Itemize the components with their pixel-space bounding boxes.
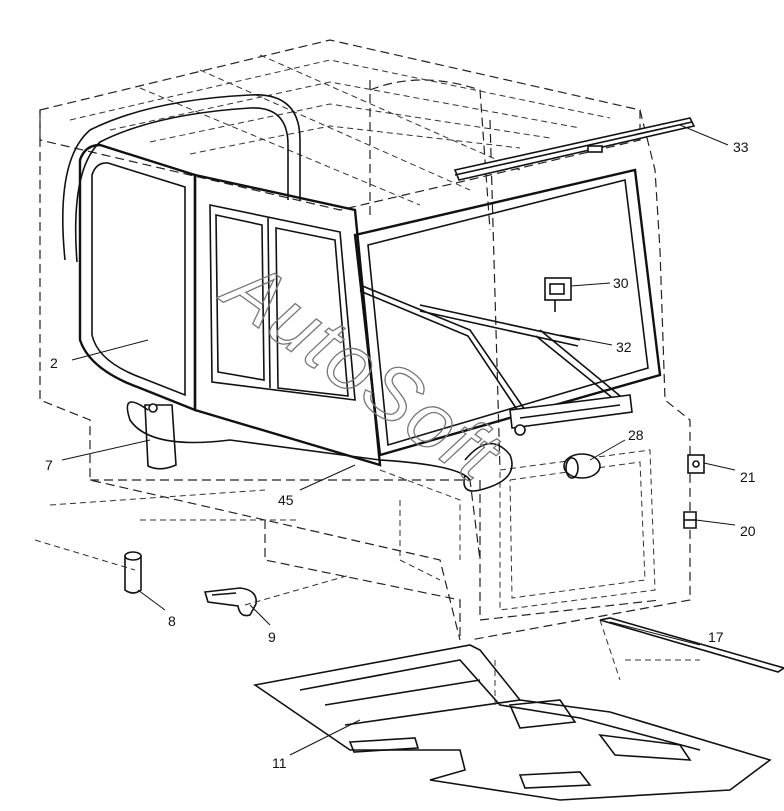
rear-frame-tube — [62, 94, 301, 263]
callout-32: 32 — [616, 339, 632, 355]
cab-roof-outline — [39, 39, 641, 211]
guide-lines — [34, 489, 700, 681]
wiper-assembly — [359, 284, 633, 436]
handle-part — [203, 587, 257, 617]
windshield-frame — [353, 168, 662, 457]
floor-mat — [252, 644, 772, 801]
callout-8: 8 — [168, 613, 176, 629]
callout-33: 33 — [733, 139, 749, 155]
callout-45: 45 — [278, 492, 294, 508]
callout-labels: 2 7 8 9 11 17 20 21 28 30 32 33 45 — [45, 139, 756, 771]
callout-21: 21 — [740, 469, 756, 485]
top-rail-bar — [453, 117, 696, 181]
washer-tank — [126, 401, 471, 481]
callout-20: 20 — [740, 523, 756, 539]
callout-17: 17 — [708, 629, 724, 645]
callout-2: 2 — [50, 355, 58, 371]
bracket-part — [544, 277, 572, 312]
cylinder-part — [124, 551, 142, 594]
callout-7: 7 — [45, 457, 53, 473]
hinge-plate-20 — [683, 511, 697, 529]
callout-28: 28 — [628, 427, 644, 443]
side-panel — [78, 143, 197, 412]
cab-body-outline — [39, 79, 691, 641]
door — [193, 173, 382, 467]
hinge-plate-21 — [687, 454, 705, 474]
leader-lines — [61, 124, 736, 756]
callout-11: 11 — [272, 755, 287, 771]
callout-9: 9 — [268, 629, 276, 645]
callout-30: 30 — [613, 275, 629, 291]
